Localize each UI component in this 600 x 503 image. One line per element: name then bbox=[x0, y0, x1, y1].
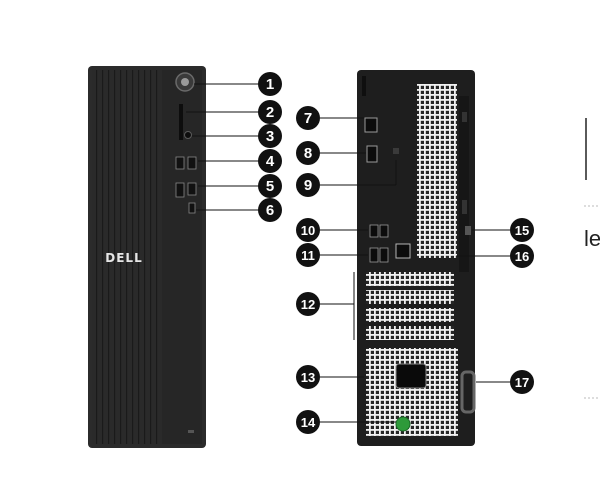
usb-a-port bbox=[379, 247, 389, 263]
psu-vent-mesh bbox=[366, 348, 458, 436]
svg-text:8: 8 bbox=[304, 145, 312, 162]
callout-4: 4 bbox=[258, 149, 282, 173]
usb-a-port bbox=[379, 224, 389, 238]
usb-a-port bbox=[187, 156, 197, 170]
rear-chassis bbox=[357, 70, 476, 446]
callout-5: 5 bbox=[258, 174, 282, 198]
psu-diagnostic-light bbox=[395, 416, 411, 432]
hdmi-port bbox=[366, 145, 378, 163]
cable-cover-ring bbox=[460, 370, 476, 414]
callout-3: 3 bbox=[258, 124, 282, 148]
expansion-slot-cover bbox=[366, 290, 454, 304]
callout-10: 10 bbox=[296, 218, 320, 242]
svg-text:6: 6 bbox=[266, 202, 274, 219]
callout-16: 16 bbox=[510, 244, 534, 268]
svg-text:1: 1 bbox=[266, 76, 274, 93]
sd-card-slot bbox=[179, 104, 183, 140]
front-chassis: DELL bbox=[88, 66, 206, 448]
usb-a-port bbox=[175, 156, 185, 170]
right-edge-fragment bbox=[584, 118, 600, 399]
svg-text:7: 7 bbox=[304, 110, 312, 127]
callout-11: 11 bbox=[296, 243, 320, 267]
front-grooved-panel bbox=[92, 70, 162, 444]
audio-jack bbox=[184, 131, 192, 139]
expansion-slot-cover bbox=[366, 308, 454, 322]
ethernet-port bbox=[395, 243, 411, 259]
callout-7: 7 bbox=[296, 106, 320, 130]
svg-text:4: 4 bbox=[266, 153, 275, 170]
expansion-slot-cover bbox=[366, 272, 454, 286]
usb-a-port bbox=[187, 182, 197, 196]
cropped-heading-fragment: le bbox=[584, 226, 600, 251]
callout-6: 6 bbox=[258, 198, 282, 222]
svg-text:2: 2 bbox=[266, 104, 274, 121]
svg-text:9: 9 bbox=[304, 177, 312, 194]
callout-17: 17 bbox=[510, 370, 534, 394]
rear-vent-mesh bbox=[417, 84, 457, 258]
displayport bbox=[364, 117, 378, 133]
usb-c-port bbox=[188, 202, 196, 214]
leader-lines bbox=[186, 83, 510, 423]
usb-c-port bbox=[175, 182, 185, 198]
callout-badges: 1 2 3 4 5 6 7 8 bbox=[258, 72, 534, 434]
svg-text:16: 16 bbox=[515, 249, 529, 264]
expansion-slot-cover bbox=[366, 326, 454, 340]
security-slot bbox=[465, 226, 471, 235]
svg-text:12: 12 bbox=[301, 297, 315, 312]
svg-text:10: 10 bbox=[301, 223, 315, 238]
callout-1: 1 bbox=[258, 72, 282, 96]
callout-14: 14 bbox=[296, 410, 320, 434]
usb-a-port bbox=[369, 247, 379, 263]
callout-9: 9 bbox=[296, 173, 320, 197]
svg-text:5: 5 bbox=[266, 178, 274, 195]
power-connector bbox=[395, 363, 427, 389]
callout-15: 15 bbox=[510, 218, 534, 242]
callout-2: 2 bbox=[258, 100, 282, 124]
svg-text:15: 15 bbox=[515, 223, 529, 238]
callout-13: 13 bbox=[296, 365, 320, 389]
svg-text:3: 3 bbox=[266, 128, 274, 145]
svg-text:11: 11 bbox=[301, 248, 315, 263]
callout-12: 12 bbox=[296, 292, 320, 316]
callout-8: 8 bbox=[296, 141, 320, 165]
usb-a-port bbox=[369, 224, 379, 238]
svg-text:17: 17 bbox=[515, 375, 529, 390]
svg-text:13: 13 bbox=[301, 370, 315, 385]
svg-text:14: 14 bbox=[301, 415, 316, 430]
dell-logo: DELL bbox=[105, 251, 142, 265]
